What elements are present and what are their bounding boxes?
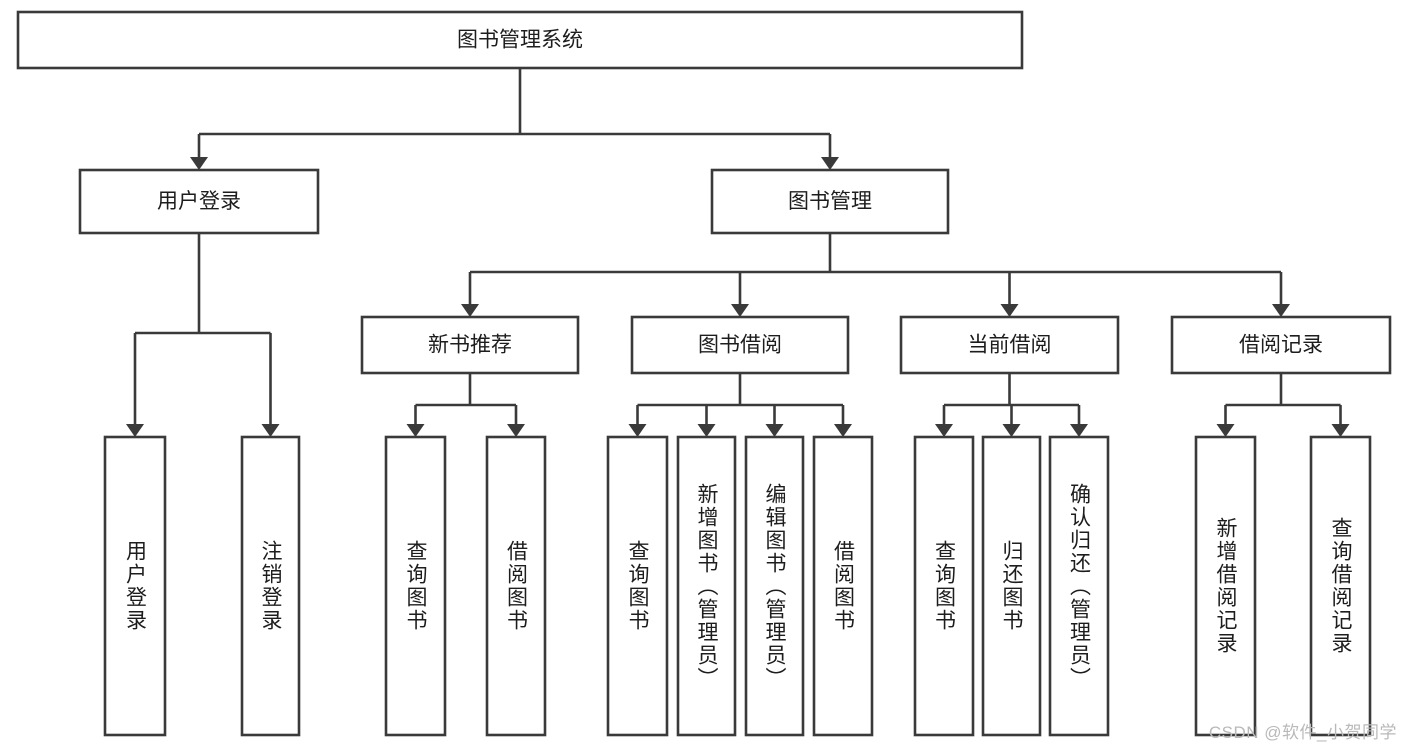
node-book-manage-box[interactable] [710, 168, 950, 235]
arrow-head-leaf-return-book [1002, 424, 1021, 437]
arrow-head-book-manage [821, 157, 839, 170]
node-leaf-add-record[interactable] [1194, 435, 1257, 737]
node-leaf-edit-book[interactable] [744, 435, 805, 737]
node-leaf-user-login[interactable] [103, 435, 167, 737]
node-leaf-query-book-2[interactable] [606, 435, 669, 737]
node-leaf-add-book[interactable] [676, 435, 737, 737]
node-leaf-query-book-1-box[interactable] [384, 435, 447, 737]
node-book-borrow[interactable]: 图书借阅 [630, 315, 850, 375]
watermark-text: CSDN @软件_小贺同学 [1208, 723, 1397, 742]
node-borrow-record-box[interactable] [1170, 315, 1392, 375]
arrow-head-leaf-query-book-1 [406, 424, 425, 437]
node-leaf-add-book-box[interactable] [676, 435, 737, 737]
arrow-head-leaf-query-book-3 [935, 424, 953, 437]
node-root[interactable]: 图书管理系统 [16, 10, 1024, 70]
arrow-head-new-book-recommend [461, 304, 479, 317]
node-leaf-query-record[interactable] [1309, 435, 1372, 737]
arrow-head-leaf-borrow-book-2 [834, 424, 852, 437]
node-book-manage[interactable]: 图书管理 [710, 168, 950, 235]
node-leaf-borrow-book-2-box[interactable] [812, 435, 874, 737]
arrow-head-leaf-user-logout [261, 424, 280, 437]
node-user-login-box[interactable] [78, 168, 320, 235]
arrow-head-leaf-confirm-return [1070, 424, 1088, 437]
arrow-head-leaf-query-book-2 [628, 424, 647, 437]
node-current-borrow-box[interactable] [899, 315, 1120, 375]
node-leaf-query-record-box[interactable] [1309, 435, 1372, 737]
node-current-borrow-label: 当前借阅 [968, 334, 1052, 357]
node-user-login-label: 用户登录 [157, 190, 241, 213]
node-leaf-user-login-box[interactable] [103, 435, 167, 737]
node-leaf-return-book-box[interactable] [981, 435, 1042, 737]
node-leaf-borrow-book-1[interactable] [485, 435, 547, 737]
arrow-head-leaf-borrow-book-1 [507, 424, 525, 437]
arrow-head-leaf-edit-book [765, 424, 784, 437]
node-leaf-query-book-3[interactable] [913, 435, 975, 737]
arrow-head-leaf-add-record [1216, 424, 1235, 437]
node-leaf-return-book[interactable] [981, 435, 1042, 737]
node-leaf-query-book-2-box[interactable] [606, 435, 669, 737]
node-leaf-add-record-box[interactable] [1194, 435, 1257, 737]
node-leaf-confirm-return[interactable] [1048, 435, 1110, 737]
node-leaf-user-logout-box[interactable] [240, 435, 301, 737]
node-leaf-user-logout[interactable] [240, 435, 301, 737]
node-borrow-record-label: 借阅记录 [1239, 334, 1323, 357]
arrow-head-leaf-user-login [126, 424, 144, 437]
connector-layer [126, 68, 1350, 437]
node-current-borrow[interactable]: 当前借阅 [899, 315, 1120, 375]
arrow-head-user-login [190, 157, 208, 170]
node-leaf-query-book-1[interactable] [384, 435, 447, 737]
node-new-book-recommend-label: 新书推荐 [428, 334, 512, 357]
arrow-head-current-borrow [1000, 304, 1019, 317]
arrow-head-borrow-record [1272, 304, 1290, 317]
node-book-borrow-label: 图书借阅 [698, 334, 782, 357]
node-new-book-recommend-box[interactable] [360, 315, 580, 375]
node-root-label: 图书管理系统 [457, 29, 583, 52]
node-leaf-edit-book-box[interactable] [744, 435, 805, 737]
arrow-head-book-borrow [731, 304, 749, 317]
arrow-head-leaf-add-book [697, 424, 716, 437]
arrow-head-leaf-query-record [1331, 424, 1350, 437]
node-borrow-record[interactable]: 借阅记录 [1170, 315, 1392, 375]
node-leaf-query-book-3-box[interactable] [913, 435, 975, 737]
node-new-book-recommend[interactable]: 新书推荐 [360, 315, 580, 375]
node-book-borrow-box[interactable] [630, 315, 850, 375]
node-leaf-borrow-book-2[interactable] [812, 435, 874, 737]
node-user-login[interactable]: 用户登录 [78, 168, 320, 235]
node-leaf-borrow-book-1-box[interactable] [485, 435, 547, 737]
node-root-box[interactable] [16, 10, 1024, 70]
node-leaf-confirm-return-box[interactable] [1048, 435, 1110, 737]
node-book-manage-label: 图书管理 [788, 190, 872, 213]
